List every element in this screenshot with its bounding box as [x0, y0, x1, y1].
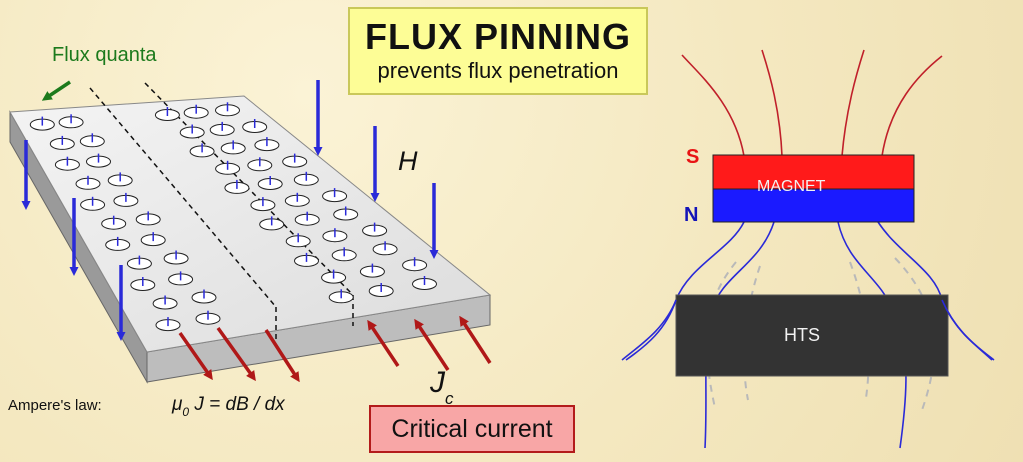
applied-field-arrows — [21, 80, 439, 341]
field-lines-through-hts — [625, 299, 995, 361]
current-arrow-in — [414, 318, 450, 371]
domain-boundary-line — [89, 87, 277, 308]
ampere-law-formula: μ0 J = dB / dx — [172, 394, 285, 419]
magnet-north-pole — [712, 188, 915, 223]
ampere-law-label: Ampere's law: — [8, 397, 102, 414]
current-arrow-out — [178, 331, 213, 381]
critical-current-box: Critical current — [369, 405, 575, 453]
hts-block — [675, 294, 949, 377]
current-label-main: J — [430, 366, 445, 399]
current-arrow-in — [367, 319, 400, 367]
current-arrows — [178, 315, 492, 383]
formula-mu-subscript: 0 — [182, 405, 190, 419]
flux-quanta-label: Flux quanta — [52, 44, 157, 66]
current-arrow-in — [459, 315, 492, 364]
current-label-subscript: c — [445, 389, 454, 408]
formula-mu: μ — [172, 394, 183, 415]
flux-quanta-pointer — [41, 80, 71, 101]
title-heading: FLUX PINNING — [364, 16, 631, 57]
title-box: FLUX PINNING prevents flux penetration — [348, 7, 648, 95]
levitation-diagram — [621, 49, 995, 449]
flux-vortex-array — [29, 102, 437, 332]
field-lines-above — [681, 49, 943, 157]
current-arrow-out — [264, 329, 300, 383]
superconductor-slab — [9, 82, 492, 384]
field-label: H — [398, 146, 418, 176]
formula-body: J = dB / dx — [189, 394, 285, 415]
current-arrow-out — [216, 326, 256, 382]
hts-label: HTS — [784, 325, 820, 345]
north-pole-label: N — [684, 204, 699, 226]
magnet-label: MAGNET — [757, 178, 826, 195]
current-label: Jc — [430, 366, 454, 408]
south-pole-label: S — [686, 146, 700, 168]
title-subtitle: prevents flux penetration — [377, 58, 619, 83]
slab-top-face — [9, 95, 492, 353]
